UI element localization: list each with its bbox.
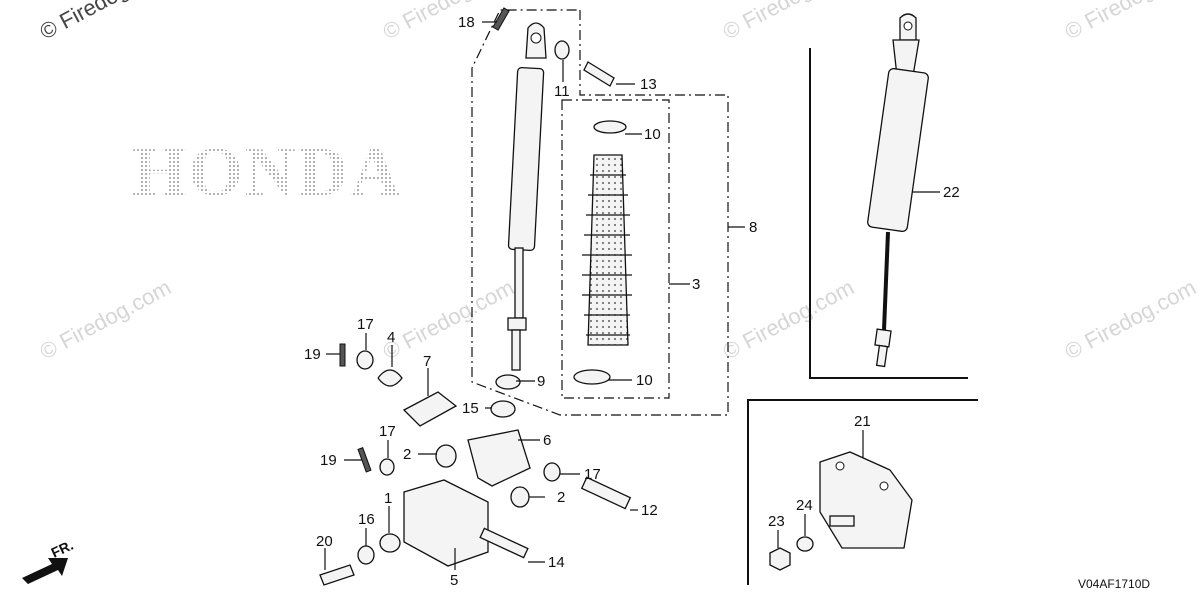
watermark-text: © Firedog.com	[36, 0, 175, 44]
nut-11	[554, 40, 570, 60]
callout-13: 13	[640, 76, 657, 93]
callout-16: 16	[358, 511, 375, 528]
washer-17-bottom	[379, 458, 395, 476]
bushing-2-left	[435, 444, 457, 468]
callout-9: 9	[537, 373, 545, 390]
stud-bolt	[829, 515, 855, 527]
watermark-text: © Firedog.com	[379, 274, 518, 364]
callout-2-right: 2	[557, 489, 565, 506]
callout-23: 23	[768, 513, 785, 530]
honda-logo: HONDA	[132, 134, 403, 211]
bracket-7	[402, 391, 458, 427]
callout-22: 22	[943, 184, 960, 201]
bracket-inset-frame	[747, 399, 978, 585]
callout-11: 11	[554, 83, 570, 100]
callout-3: 3	[692, 276, 700, 293]
pin-12	[580, 476, 632, 510]
washer-24	[796, 536, 814, 552]
pin-19-bottom	[357, 447, 372, 473]
callout-4: 4	[387, 329, 395, 346]
gas-strut	[507, 22, 547, 371]
callout-21: 21	[854, 413, 871, 430]
bolt-13	[583, 61, 615, 87]
nut-9	[495, 374, 521, 390]
bracket-21	[819, 451, 913, 549]
bushing-1	[379, 533, 401, 553]
callout-8: 8	[749, 219, 757, 236]
callout-7: 7	[423, 353, 431, 370]
bushing-2-right	[510, 486, 530, 508]
pin-19-top	[339, 343, 346, 367]
pin-14	[479, 527, 529, 559]
callout-2-left: 2	[403, 446, 411, 463]
callout-17-right: 17	[584, 466, 601, 483]
callout-15: 15	[462, 400, 479, 417]
direction-label: FR.	[49, 537, 76, 561]
bellows-outline	[561, 99, 670, 399]
base-bracket-5	[403, 479, 489, 567]
callout-10-top: 10	[644, 126, 661, 143]
washer-17-right	[543, 462, 561, 482]
washer-16	[357, 545, 375, 565]
callout-14: 14	[548, 554, 565, 571]
callout-19-bottom: 19	[320, 452, 337, 469]
arrow-icon	[22, 558, 68, 584]
callout-20: 20	[316, 533, 333, 550]
callout-12: 12	[641, 502, 658, 519]
front-direction-indicator: FR.	[22, 537, 76, 584]
callout-17-top: 17	[357, 316, 374, 333]
bellows-boot	[582, 154, 632, 346]
hose-clamp-bottom	[573, 369, 611, 385]
callout-5: 5	[450, 572, 458, 589]
pin-18	[492, 7, 510, 31]
nut-23	[769, 547, 791, 571]
callout-19-top: 19	[304, 346, 321, 363]
nut-15	[490, 400, 516, 418]
watermark-text: © Firedog.com	[1061, 274, 1200, 364]
watermark-text: © Firedog.com	[36, 274, 175, 364]
diagram-code: V04AF1710D	[1078, 577, 1150, 591]
callout-6: 6	[543, 432, 551, 449]
bolt-20	[319, 564, 355, 586]
spring-4	[377, 369, 403, 387]
assembly-outline	[471, 9, 729, 416]
callout-18: 18	[458, 14, 475, 31]
callout-1: 1	[384, 490, 392, 507]
hose-clamp-top	[593, 120, 627, 134]
strut-inset-frame	[809, 48, 968, 379]
watermark-text: © Firedog.com	[719, 0, 858, 44]
callout-labels: 18 11 13 10 22 8 3 17 4 19 7 9 15 10 17 …	[304, 14, 960, 589]
watermark-text: © Firedog.com	[719, 274, 858, 364]
watermark-text: © Firedog.com	[1061, 0, 1200, 44]
callout-10-bottom: 10	[636, 372, 653, 389]
callout-17-mid: 17	[379, 423, 396, 440]
washer-17-top	[356, 350, 374, 370]
bracket-6	[467, 429, 531, 487]
callout-24: 24	[796, 497, 813, 514]
gas-strut-22	[867, 13, 929, 368]
